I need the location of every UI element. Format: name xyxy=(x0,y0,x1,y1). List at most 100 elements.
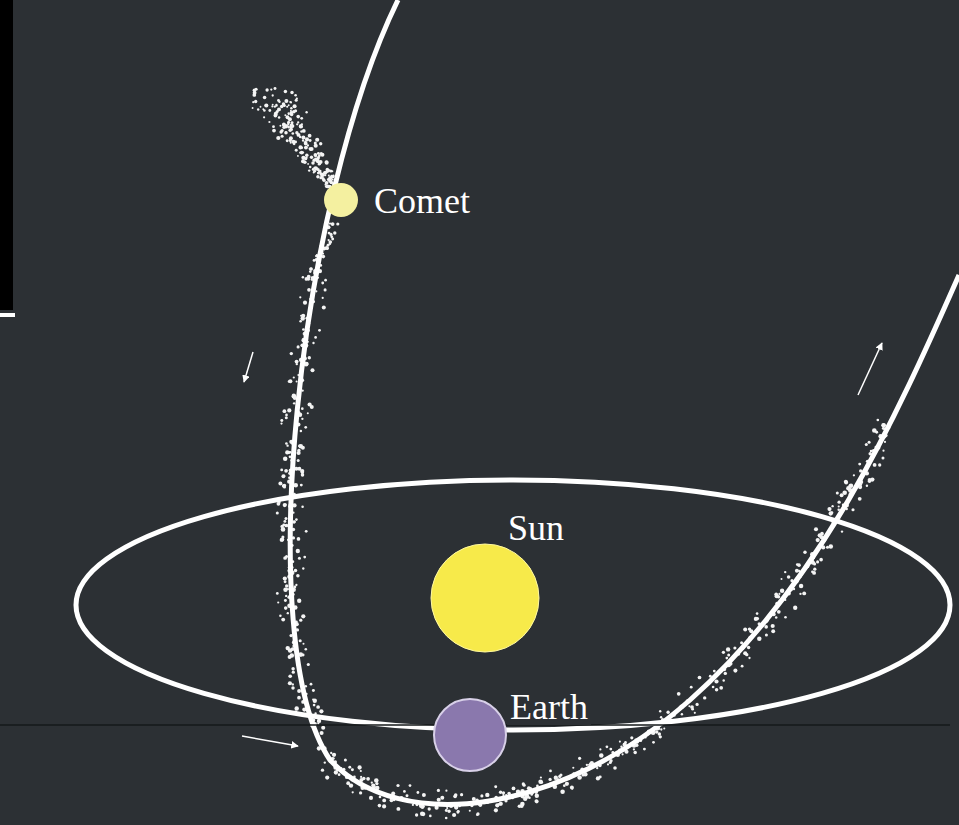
dust-dot xyxy=(303,301,307,305)
dust-dot xyxy=(308,356,311,359)
dust-dot xyxy=(307,663,310,666)
dust-dot xyxy=(360,770,362,772)
dust-dot xyxy=(429,815,432,818)
dust-dot xyxy=(703,696,706,699)
dust-dot xyxy=(282,123,286,127)
dust-dot xyxy=(290,142,292,144)
dust-dot xyxy=(291,686,295,690)
dust-dot xyxy=(849,483,853,487)
dust-dot xyxy=(743,628,747,632)
dust-dot xyxy=(518,804,522,808)
dust-dot xyxy=(878,463,881,466)
dust-dot xyxy=(334,770,338,774)
dust-dot xyxy=(290,124,294,128)
dust-dot xyxy=(297,537,301,541)
dust-dot xyxy=(695,703,698,706)
dust-dot xyxy=(272,104,274,106)
dust-dot xyxy=(299,152,301,154)
comet-orbit xyxy=(290,0,959,804)
dust-dot xyxy=(819,558,823,562)
dust-dot xyxy=(757,636,761,640)
dust-dot xyxy=(403,790,406,793)
dust-dot xyxy=(293,402,295,404)
dust-dot xyxy=(570,785,574,789)
dust-dot xyxy=(257,108,259,110)
dust-dot xyxy=(301,418,303,420)
dust-dot xyxy=(284,524,288,528)
dust-dot xyxy=(853,474,855,476)
dust-dot xyxy=(301,314,305,318)
dust-dot xyxy=(297,599,301,603)
dust-dot xyxy=(294,483,298,487)
dust-dot xyxy=(726,647,730,651)
dust-dot xyxy=(277,107,281,111)
dust-dot xyxy=(307,412,309,414)
dust-dot xyxy=(811,570,814,573)
dust-dot xyxy=(265,88,268,91)
dust-dot xyxy=(300,126,302,128)
dust-dot xyxy=(619,741,621,743)
dust-dot xyxy=(285,595,287,597)
dust-dot xyxy=(302,567,304,569)
dust-dot xyxy=(741,665,744,668)
dust-dot xyxy=(690,686,693,689)
dust-dot xyxy=(301,614,305,618)
dust-dot xyxy=(289,136,293,140)
dust-dot xyxy=(816,538,820,542)
dust-dot xyxy=(277,99,280,102)
dust-dot xyxy=(327,239,329,241)
dust-dot xyxy=(302,276,305,279)
dust-dot xyxy=(313,259,316,262)
dust-dot xyxy=(691,708,694,711)
dust-dot xyxy=(840,493,844,497)
dust-dot xyxy=(630,736,633,739)
dust-dot xyxy=(305,153,309,157)
dust-dot xyxy=(681,713,683,715)
dust-dot xyxy=(310,147,314,151)
dust-dot xyxy=(422,793,426,797)
dust-dot xyxy=(288,379,292,383)
dust-dot xyxy=(309,139,312,142)
dust-dot xyxy=(331,222,335,226)
dust-dot xyxy=(719,686,723,690)
dust-dot xyxy=(302,136,304,138)
dust-dot xyxy=(799,584,803,588)
dust-dot xyxy=(284,469,288,473)
dust-dot xyxy=(285,555,288,558)
dust-dot xyxy=(480,794,483,797)
dust-dot xyxy=(578,757,581,760)
dust-dot xyxy=(300,430,303,433)
dust-dot xyxy=(715,688,718,691)
dust-dot xyxy=(310,683,313,686)
dust-dot xyxy=(317,172,320,175)
dust-dot xyxy=(330,752,332,754)
dust-dot xyxy=(272,129,276,133)
dust-dot xyxy=(310,405,314,409)
dust-dot xyxy=(328,170,330,172)
dust-dot xyxy=(286,106,288,108)
dust-dot xyxy=(254,100,257,103)
dust-dot xyxy=(722,651,725,654)
dust-dot xyxy=(288,104,290,106)
dust-dot xyxy=(319,142,322,145)
dust-dot xyxy=(292,671,295,674)
dust-dot xyxy=(771,624,775,628)
dust-dot xyxy=(324,174,326,176)
dust-dot xyxy=(307,288,311,292)
dust-dot xyxy=(793,606,797,610)
dust-dot xyxy=(285,416,288,419)
dust-dot xyxy=(858,463,861,466)
dust-dot xyxy=(369,796,373,800)
dust-dot xyxy=(495,803,499,807)
dust-dot xyxy=(299,639,302,642)
dust-dot xyxy=(882,423,886,427)
dust-dot xyxy=(305,648,308,651)
dust-dot xyxy=(622,753,624,755)
dust-dot xyxy=(881,423,886,428)
dust-dot xyxy=(321,173,323,175)
dust-dot xyxy=(280,538,284,542)
body-label: Sun xyxy=(505,510,567,546)
dust-dot xyxy=(288,380,290,382)
dust-dot xyxy=(882,450,884,452)
dust-dot xyxy=(280,419,283,422)
